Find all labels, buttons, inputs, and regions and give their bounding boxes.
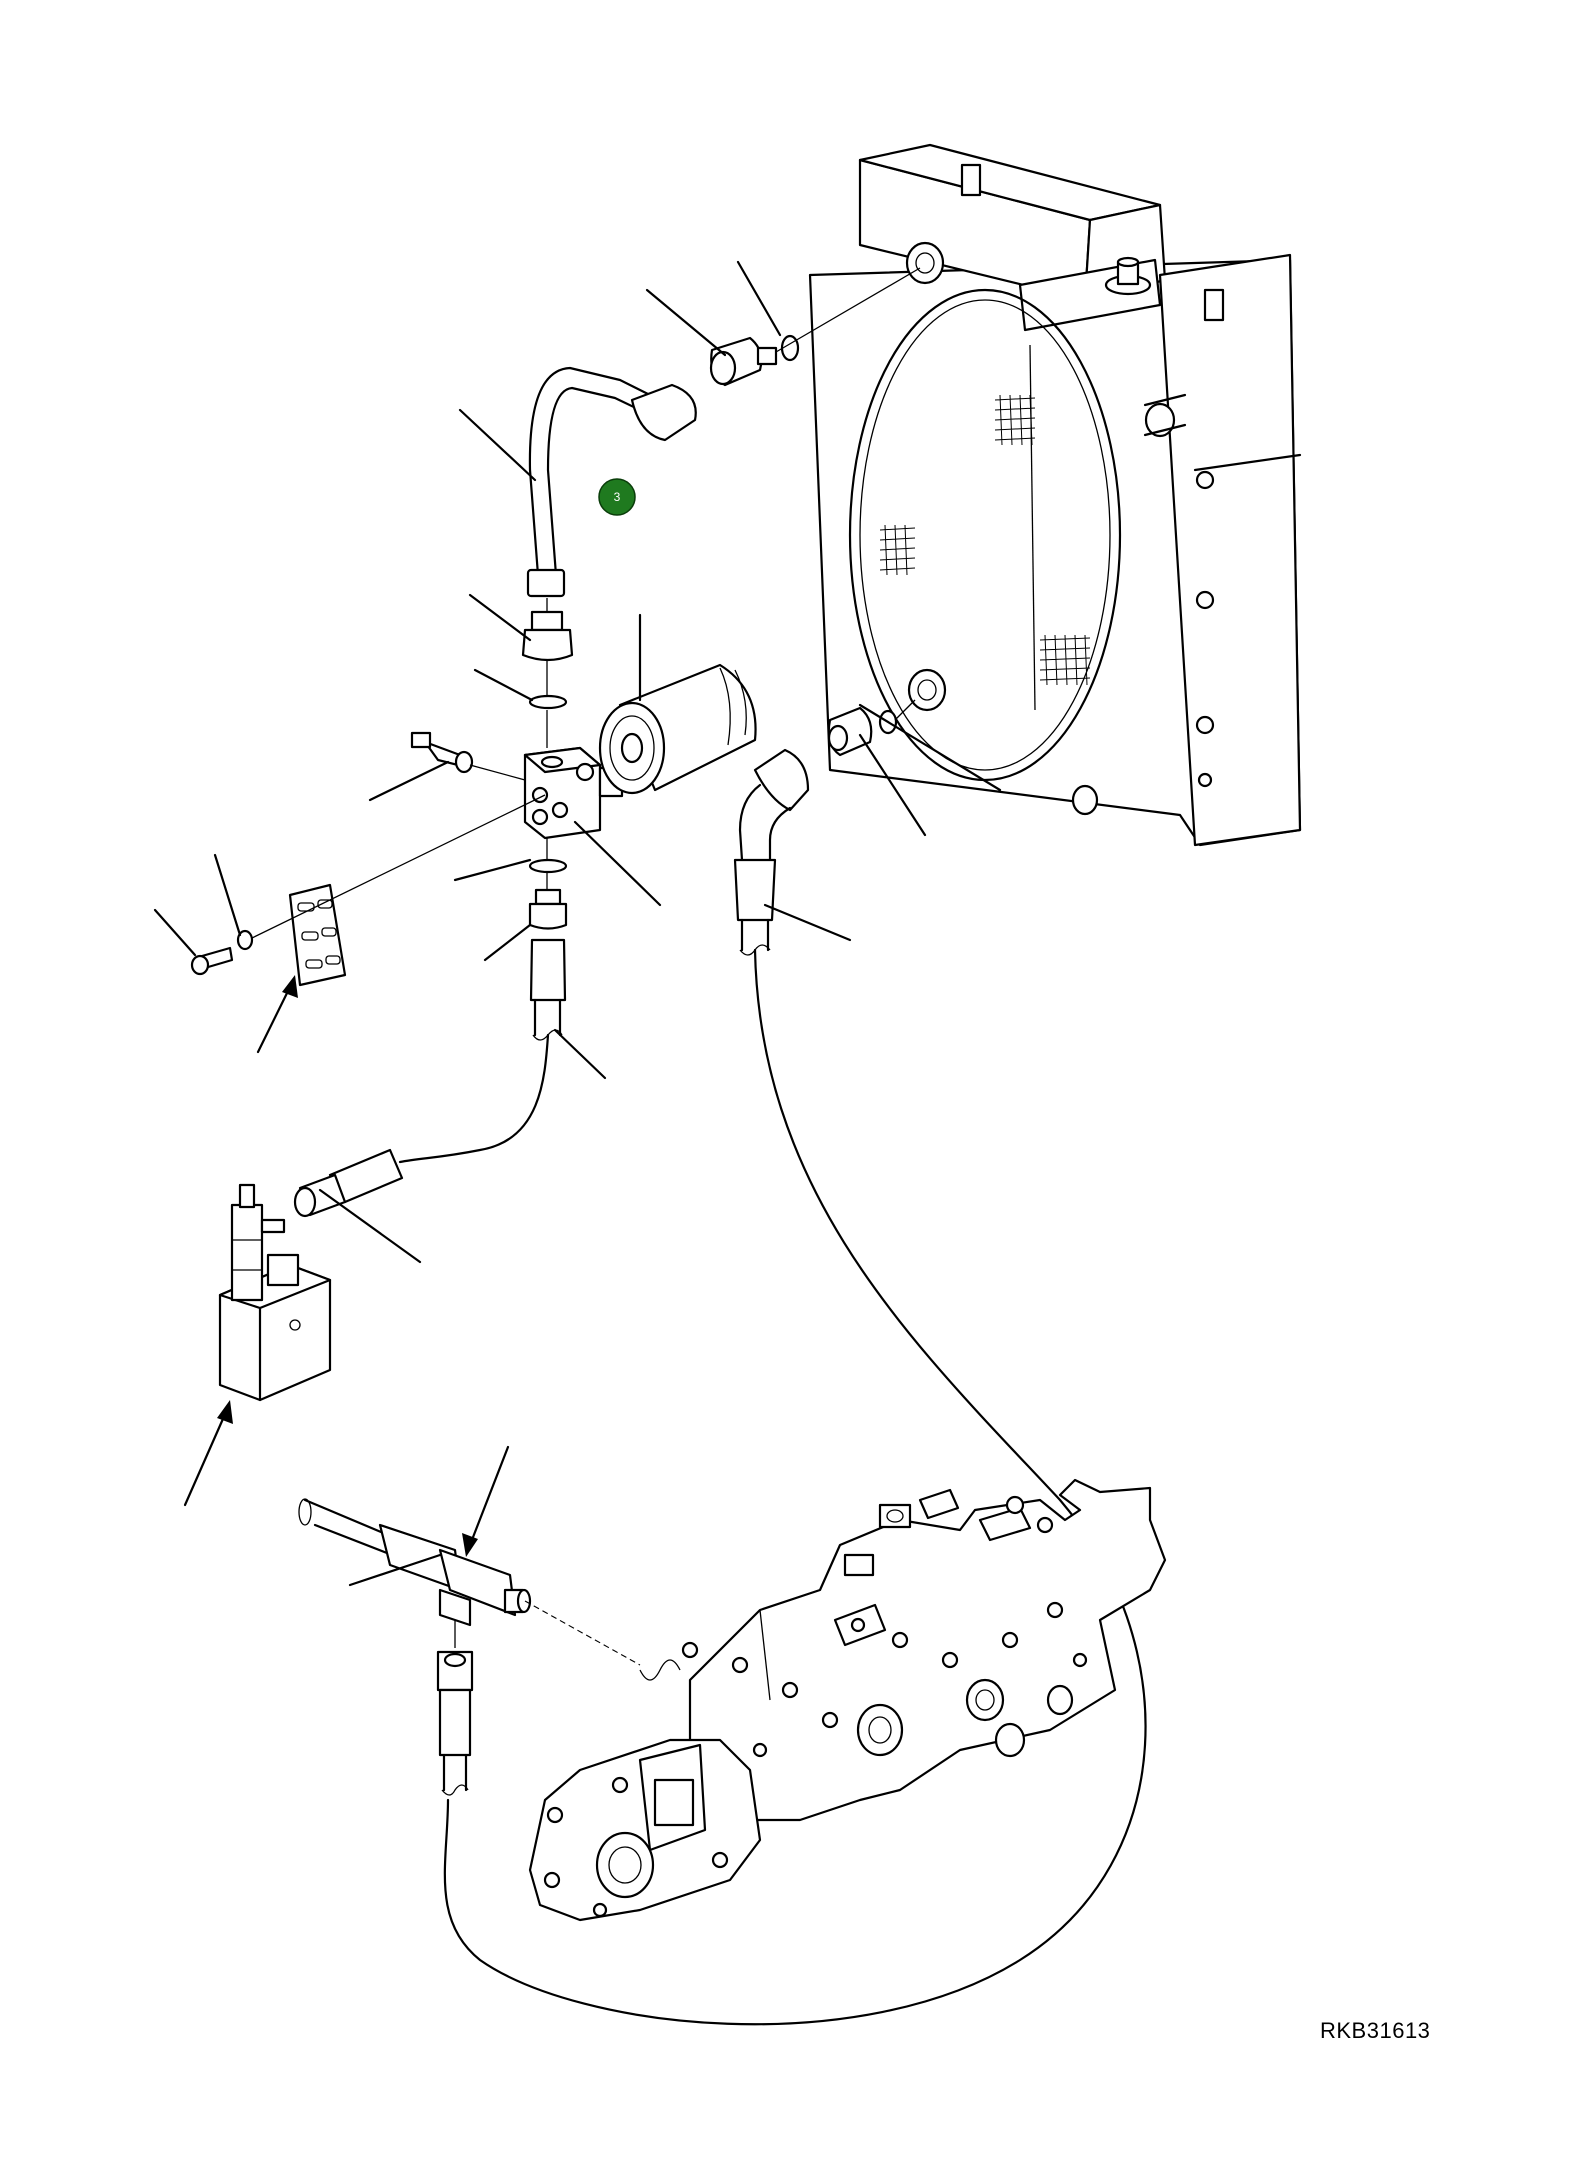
tee-fitting (298, 1498, 532, 1796)
pump-assembly (528, 1478, 1167, 1922)
core-hatch (879, 394, 1091, 686)
valve-hose (398, 1033, 550, 1164)
upper-adapter (709, 334, 800, 387)
filter-head-stack (521, 598, 624, 1041)
bolt-washer (190, 929, 254, 976)
bracket (288, 883, 347, 987)
valve-block (218, 1183, 332, 1402)
callout-number: 3 (614, 490, 621, 504)
sensor (410, 731, 474, 774)
upper-tube (526, 366, 697, 598)
valve-hose-end (293, 1148, 404, 1218)
return-hose (443, 699, 1147, 2026)
leader-lines (153, 260, 1002, 1587)
arrows (183, 975, 510, 1557)
callout-marker: 3 (598, 478, 636, 516)
drawing-code: RKB31613 (1320, 2018, 1431, 2043)
radiator-assembly (808, 143, 1302, 847)
filter-cartridge (598, 663, 757, 795)
